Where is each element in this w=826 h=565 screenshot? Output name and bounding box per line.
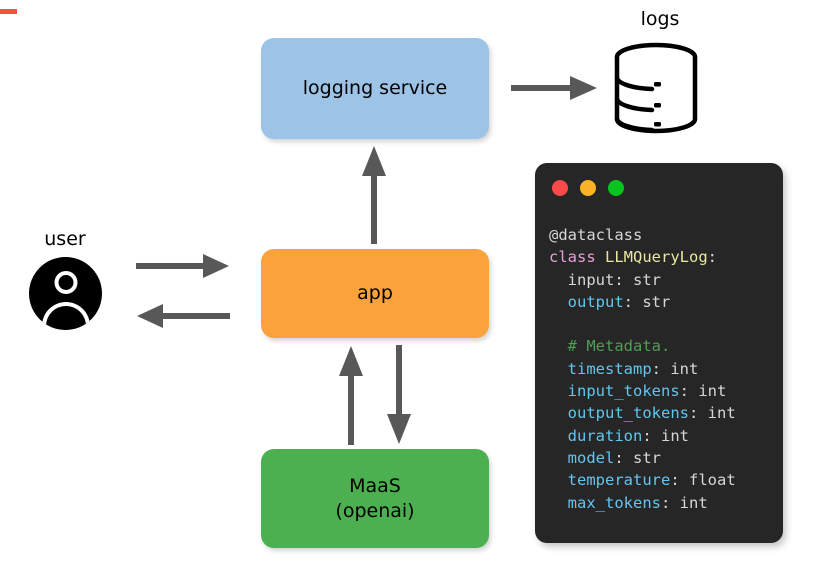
code-token: model [567,448,615,467]
avatar-body-shape [41,302,90,330]
code-token [549,471,568,489]
code-token: input [567,270,615,289]
arrow-user-to-app [136,254,229,278]
code-token: int [707,404,736,423]
code-token: timestamp [567,359,652,378]
code-token [549,449,568,467]
code-token: max_tokens [567,493,661,512]
code-line: model: str [549,447,777,469]
code-token: str [642,292,671,311]
code-token [596,248,605,266]
code-token: : [614,270,634,289]
code-token [549,293,568,311]
code-token: temperature [567,471,671,490]
code-line: temperature: float [549,469,777,491]
code-token: @dataclass [549,226,643,244]
code-line: input: str [549,269,777,291]
code-line: # Metadata. [549,335,777,357]
code-token: : [689,404,708,423]
node-logging-service[interactable]: logging service [261,38,489,139]
code-line: timestamp: int [549,358,777,380]
arrow-app-to-maas [387,345,411,444]
code-token: : [651,359,671,378]
code-token [549,360,568,378]
arrow-app-to-logging [362,146,386,244]
code-token: int [679,493,708,512]
code-token: float [689,471,736,490]
code-token [549,494,568,512]
code-token: output_tokens [567,404,689,423]
code-token: LLMQueryLog [605,248,708,267]
maximize-dot-icon[interactable] [608,180,624,196]
node-app-label: app [357,282,393,305]
arrow-maas-to-app [339,346,363,445]
logs-label: logs [640,8,680,30]
code-token [549,427,568,445]
node-app[interactable]: app [261,249,489,338]
code-token: : [679,382,699,401]
code-token: output [567,292,624,311]
code-line: max_tokens: int [549,492,777,514]
code-token: : [623,292,643,311]
code-token: int [661,426,689,445]
code-line: output_tokens: int [549,402,777,424]
code-line: input_tokens: int [549,380,777,402]
code-token: : [614,448,634,467]
node-maas-label: MaaS (openai) [335,475,415,522]
user-label: user [44,228,86,250]
code-token: str [633,448,662,467]
code-line: @dataclass [549,224,777,246]
code-token: # Metadata. [567,337,671,356]
code-token: input_tokens [567,382,680,401]
code-token: duration [567,426,643,445]
minimize-dot-icon[interactable] [580,180,596,196]
code-token [549,271,568,289]
code-token: : [707,248,718,267]
code-token: : [642,426,661,445]
code-line [549,313,777,335]
code-token: int [698,382,727,401]
avatar-head-shape [54,271,77,294]
code-token: int [670,359,699,378]
arrow-app-to-user [137,304,230,328]
user-avatar-icon [29,257,102,330]
code-token [549,382,568,400]
code-line: output: str [549,291,777,313]
database-icon [614,42,698,134]
top-left-accent-mark [0,9,17,14]
code-token: : [670,471,689,490]
window-controls [552,180,624,196]
code-line: duration: int [549,425,777,447]
code-token [549,404,568,422]
close-dot-icon[interactable] [552,180,568,196]
code-line: class LLMQueryLog: [549,246,777,268]
code-token [549,337,568,355]
node-maas[interactable]: MaaS (openai) [261,449,489,548]
node-logging-service-label: logging service [302,77,448,100]
arrow-logging-to-logs [511,76,597,100]
code-token: : [661,493,680,512]
code-token: class [549,248,596,267]
code-token: str [633,270,662,289]
